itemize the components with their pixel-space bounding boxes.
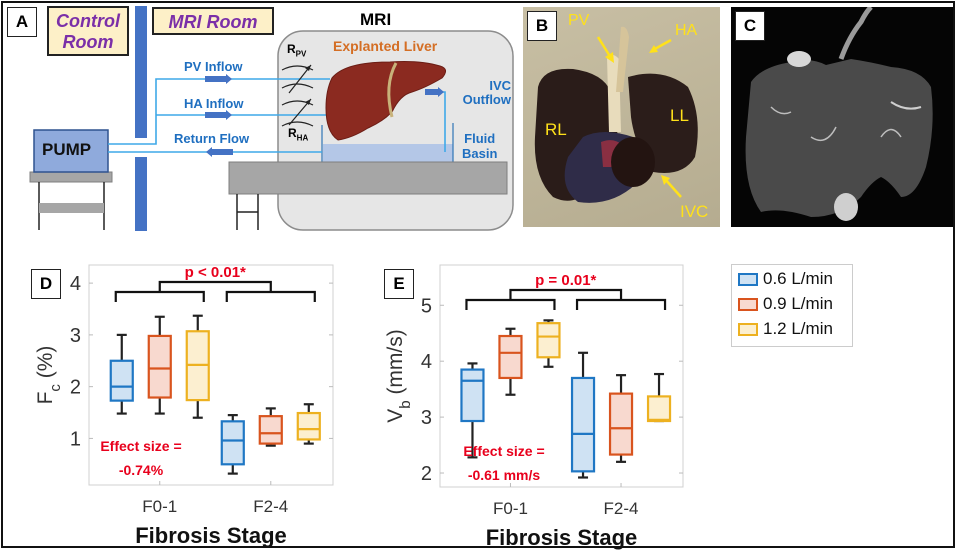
ivc-outflow-label: IVC Outflow <box>463 78 511 107</box>
legend-label: 0.6 L/min <box>763 269 833 288</box>
mri-title: MRI <box>360 10 392 29</box>
fluid-basin-label: Fluid Basin <box>462 131 497 161</box>
legend-item-0-9: 0.9 L/min <box>738 294 833 314</box>
box-iqr <box>570 376 596 473</box>
p-value-annotation: p < 0.01* <box>185 264 246 281</box>
y-tick-label: 3 <box>421 407 432 429</box>
pump-label: PUMP <box>42 140 92 159</box>
control-room-label: Control Room <box>47 6 129 56</box>
y-tick-label: 1 <box>70 428 81 450</box>
return-flow-label: Return Flow <box>174 131 250 146</box>
panel-label-c: C <box>735 11 765 41</box>
ha-inflow-label: HA Inflow <box>184 96 244 111</box>
r-ha-sub: HA <box>296 133 309 143</box>
mri-table <box>228 161 508 195</box>
y-tick-label: 2 <box>421 463 432 485</box>
p-value-annotation: p = 0.01* <box>535 272 596 289</box>
r-pv-sub: PV <box>295 49 307 59</box>
panel-c-mri-image <box>731 7 953 227</box>
r-ha-main: R <box>288 126 297 140</box>
pv-photo-label: PV <box>568 12 590 29</box>
liver-photo-illustration <box>534 26 698 203</box>
y-tick-label: 3 <box>70 325 81 347</box>
ha-photo-label: HA <box>675 22 698 39</box>
legend-label: 1.2 L/min <box>763 319 833 338</box>
x-axis-label: Fibrosis Stage <box>135 523 287 548</box>
x-axis-label: Fibrosis Stage <box>486 525 638 550</box>
perfusion-diagram <box>29 6 514 231</box>
y-tick-label: 2 <box>70 377 81 399</box>
panel-label-e: E <box>384 269 414 299</box>
ll-photo-label: LL <box>670 106 689 125</box>
box-iqr <box>608 392 634 456</box>
y-tick-label: 5 <box>421 295 432 317</box>
fluid-basin-line1: Fluid <box>464 131 496 146</box>
legend-swatch-yellow <box>738 322 758 336</box>
panel-label-d: D <box>31 269 61 299</box>
panel-label-b: B <box>527 11 557 41</box>
r-pv-label: RPV <box>287 42 306 58</box>
fluid-basin <box>323 144 453 162</box>
legend-label: 0.9 L/min <box>763 294 833 313</box>
box-iqr <box>296 411 321 441</box>
x-tick-label: F0-1 <box>142 497 177 516</box>
x-tick-label: F2-4 <box>604 499 639 518</box>
mri-liver-illustration <box>745 7 933 221</box>
liver-illustration <box>325 61 446 141</box>
y-axis-label: Fc (%) <box>34 346 64 405</box>
r-ha-label: RHA <box>288 126 308 142</box>
bracket-main <box>509 288 623 300</box>
box-iqr <box>258 415 283 445</box>
wall-lower <box>135 157 147 231</box>
effect-size-value: -0.61 mm/s <box>468 467 541 483</box>
box-iqr <box>536 322 561 359</box>
box-iqr <box>147 334 172 399</box>
legend-item-0-6: 0.6 L/min <box>738 269 833 289</box>
pump-box <box>33 129 109 173</box>
effect-size-line1: Effect size = <box>463 443 544 459</box>
panel-b-arrows <box>596 36 682 198</box>
r-pv-main: R <box>287 42 296 56</box>
y-tick-label: 4 <box>421 351 432 373</box>
pv-inflow-label: PV Inflow <box>184 59 243 74</box>
y-tick-label: 4 <box>70 273 81 295</box>
legend-swatch-orange <box>738 297 758 311</box>
fluid-basin-line2: Basin <box>462 146 498 161</box>
box-iqr <box>460 368 485 423</box>
y-axis-label: Vb (mm/s) <box>384 329 414 423</box>
effect-size-value: -0.74% <box>119 462 164 478</box>
legend-swatch-blue <box>738 272 758 286</box>
box-iqr <box>220 420 245 466</box>
effect-size-line1: Effect size = <box>100 438 181 454</box>
bracket-main <box>158 280 272 292</box>
box-iqr <box>646 395 672 423</box>
explanted-liver-label: Explanted Liver <box>333 38 438 54</box>
rl-photo-label: RL <box>545 120 567 139</box>
panel-label-a: A <box>7 7 37 37</box>
x-tick-label: F0-1 <box>493 499 528 518</box>
ivc-outflow-line2: Outflow <box>462 92 511 107</box>
mri-room-label: MRI Room <box>152 7 274 35</box>
legend: 0.6 L/min 0.9 L/min 1.2 L/min <box>731 264 853 347</box>
box-iqr <box>498 334 523 380</box>
box-iqr <box>109 359 134 402</box>
legend-item-1-2: 1.2 L/min <box>738 319 833 339</box>
wall-upper <box>135 6 147 138</box>
ivc-outflow-line1: IVC <box>489 78 511 93</box>
panel-b-photo <box>523 7 720 227</box>
x-tick-label: F2-4 <box>253 497 288 516</box>
ivc-photo-label: IVC <box>680 202 709 221</box>
